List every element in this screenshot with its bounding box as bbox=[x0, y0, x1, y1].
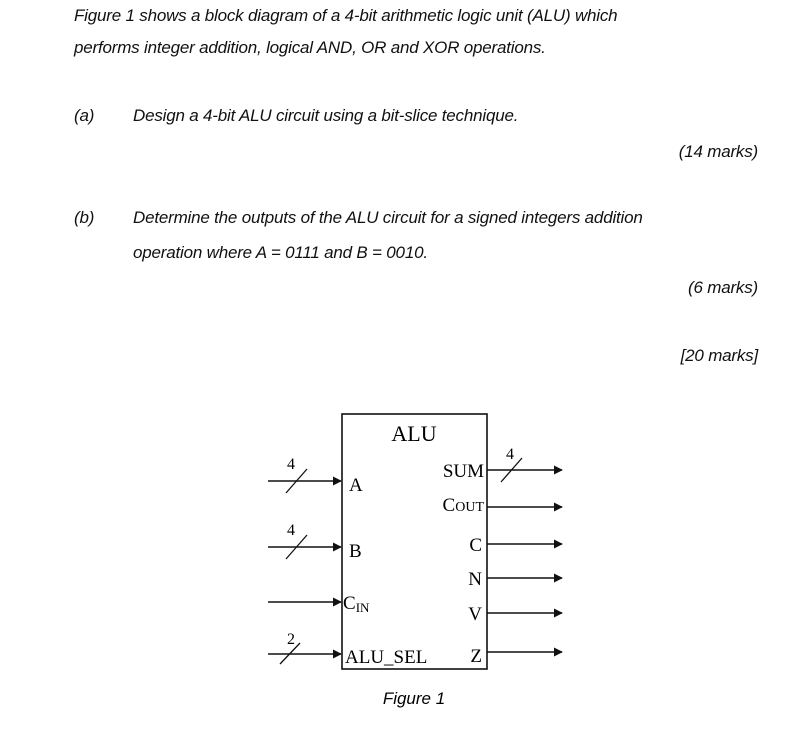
intro-line-2: performs integer addition, logical AND, … bbox=[74, 38, 546, 57]
part-a-marks: (14 marks) bbox=[678, 142, 758, 161]
total-marks: [20 marks] bbox=[680, 346, 759, 365]
part-b-label: (b) bbox=[74, 208, 95, 227]
output-sum-bus-slash bbox=[500, 457, 523, 483]
input-cin: CIN bbox=[268, 593, 370, 615]
part-b-text-line-1: Determine the outputs of the ALU circuit… bbox=[133, 208, 643, 227]
input-cin-label: CIN bbox=[343, 593, 370, 615]
input-a-bus-slash bbox=[285, 468, 308, 494]
output-v-label: V bbox=[468, 604, 482, 625]
input-alu-sel: 2 ALU_SEL bbox=[268, 631, 427, 668]
alu-block bbox=[341, 413, 488, 670]
input-cin-label-main: C bbox=[343, 593, 356, 614]
output-n: N bbox=[468, 569, 563, 590]
output-v: V bbox=[468, 604, 563, 625]
input-cin-label-sub: IN bbox=[356, 600, 370, 615]
output-cout: COUT bbox=[443, 495, 563, 516]
input-a-label: A bbox=[349, 475, 363, 496]
input-alu-sel-bus-slash bbox=[279, 642, 301, 665]
output-c: C bbox=[469, 535, 563, 556]
output-sum: 4 SUM bbox=[443, 446, 563, 483]
input-alu-sel-label: ALU_SEL bbox=[345, 647, 427, 668]
input-alu-sel-width: 2 bbox=[287, 631, 295, 648]
output-n-label: N bbox=[468, 569, 482, 590]
output-z: Z bbox=[470, 646, 563, 667]
part-b-text-line-2: operation where A = 0111 and B = 0010. bbox=[133, 243, 428, 262]
output-sum-width: 4 bbox=[506, 446, 514, 463]
alu-title: ALU bbox=[391, 421, 436, 446]
output-c-label: C bbox=[469, 535, 482, 556]
input-b-label: B bbox=[349, 541, 362, 562]
output-z-label: Z bbox=[470, 646, 482, 667]
output-cout-label-main: C bbox=[443, 495, 456, 516]
input-b: 4 B bbox=[268, 522, 362, 562]
part-a-label: (a) bbox=[74, 106, 95, 125]
output-cout-label-sub: OUT bbox=[455, 500, 484, 515]
intro-line-1: Figure 1 shows a block diagram of a 4-bi… bbox=[74, 6, 618, 25]
input-a: 4 A bbox=[268, 456, 363, 496]
output-cout-label: COUT bbox=[443, 495, 485, 516]
output-sum-label: SUM bbox=[443, 461, 484, 482]
input-b-width: 4 bbox=[287, 522, 295, 539]
input-b-bus-slash bbox=[285, 534, 308, 560]
figure-caption: Figure 1 bbox=[383, 689, 445, 708]
part-b-marks: (6 marks) bbox=[688, 278, 758, 297]
part-a-text: Design a 4-bit ALU circuit using a bit-s… bbox=[133, 106, 519, 125]
input-a-width: 4 bbox=[287, 456, 295, 473]
